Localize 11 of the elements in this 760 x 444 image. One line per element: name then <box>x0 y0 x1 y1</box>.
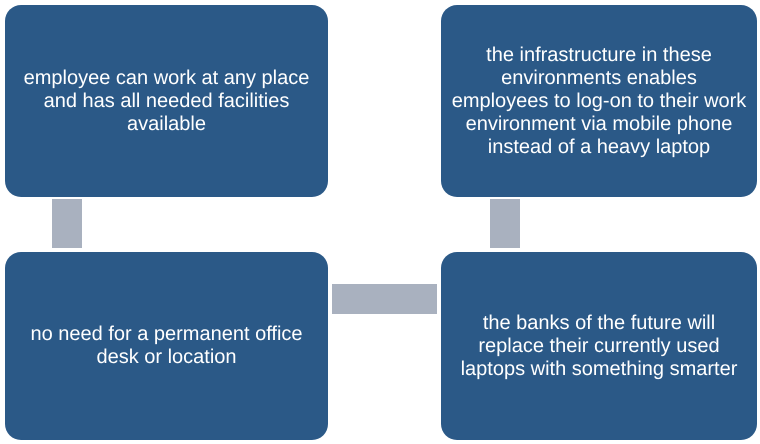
process-box <box>441 252 757 440</box>
process-box <box>441 5 757 197</box>
connector-bar <box>332 284 437 314</box>
connector-bar <box>52 199 82 248</box>
box-text: employee can work at any place and has all needed facilities available <box>22 66 310 136</box>
connector-bar <box>490 199 520 248</box>
process-box <box>5 5 328 197</box>
box-text: the banks of the future will replace their currently used laptops with something smarter <box>460 312 738 380</box>
box-text: the infrastructure in these environments enables employees to log-on to their work environment via mobile phone instead of a heavy laptop <box>451 44 747 158</box>
process-box <box>5 252 328 440</box>
box-text: no need for a permanent office desk or location <box>29 323 304 369</box>
